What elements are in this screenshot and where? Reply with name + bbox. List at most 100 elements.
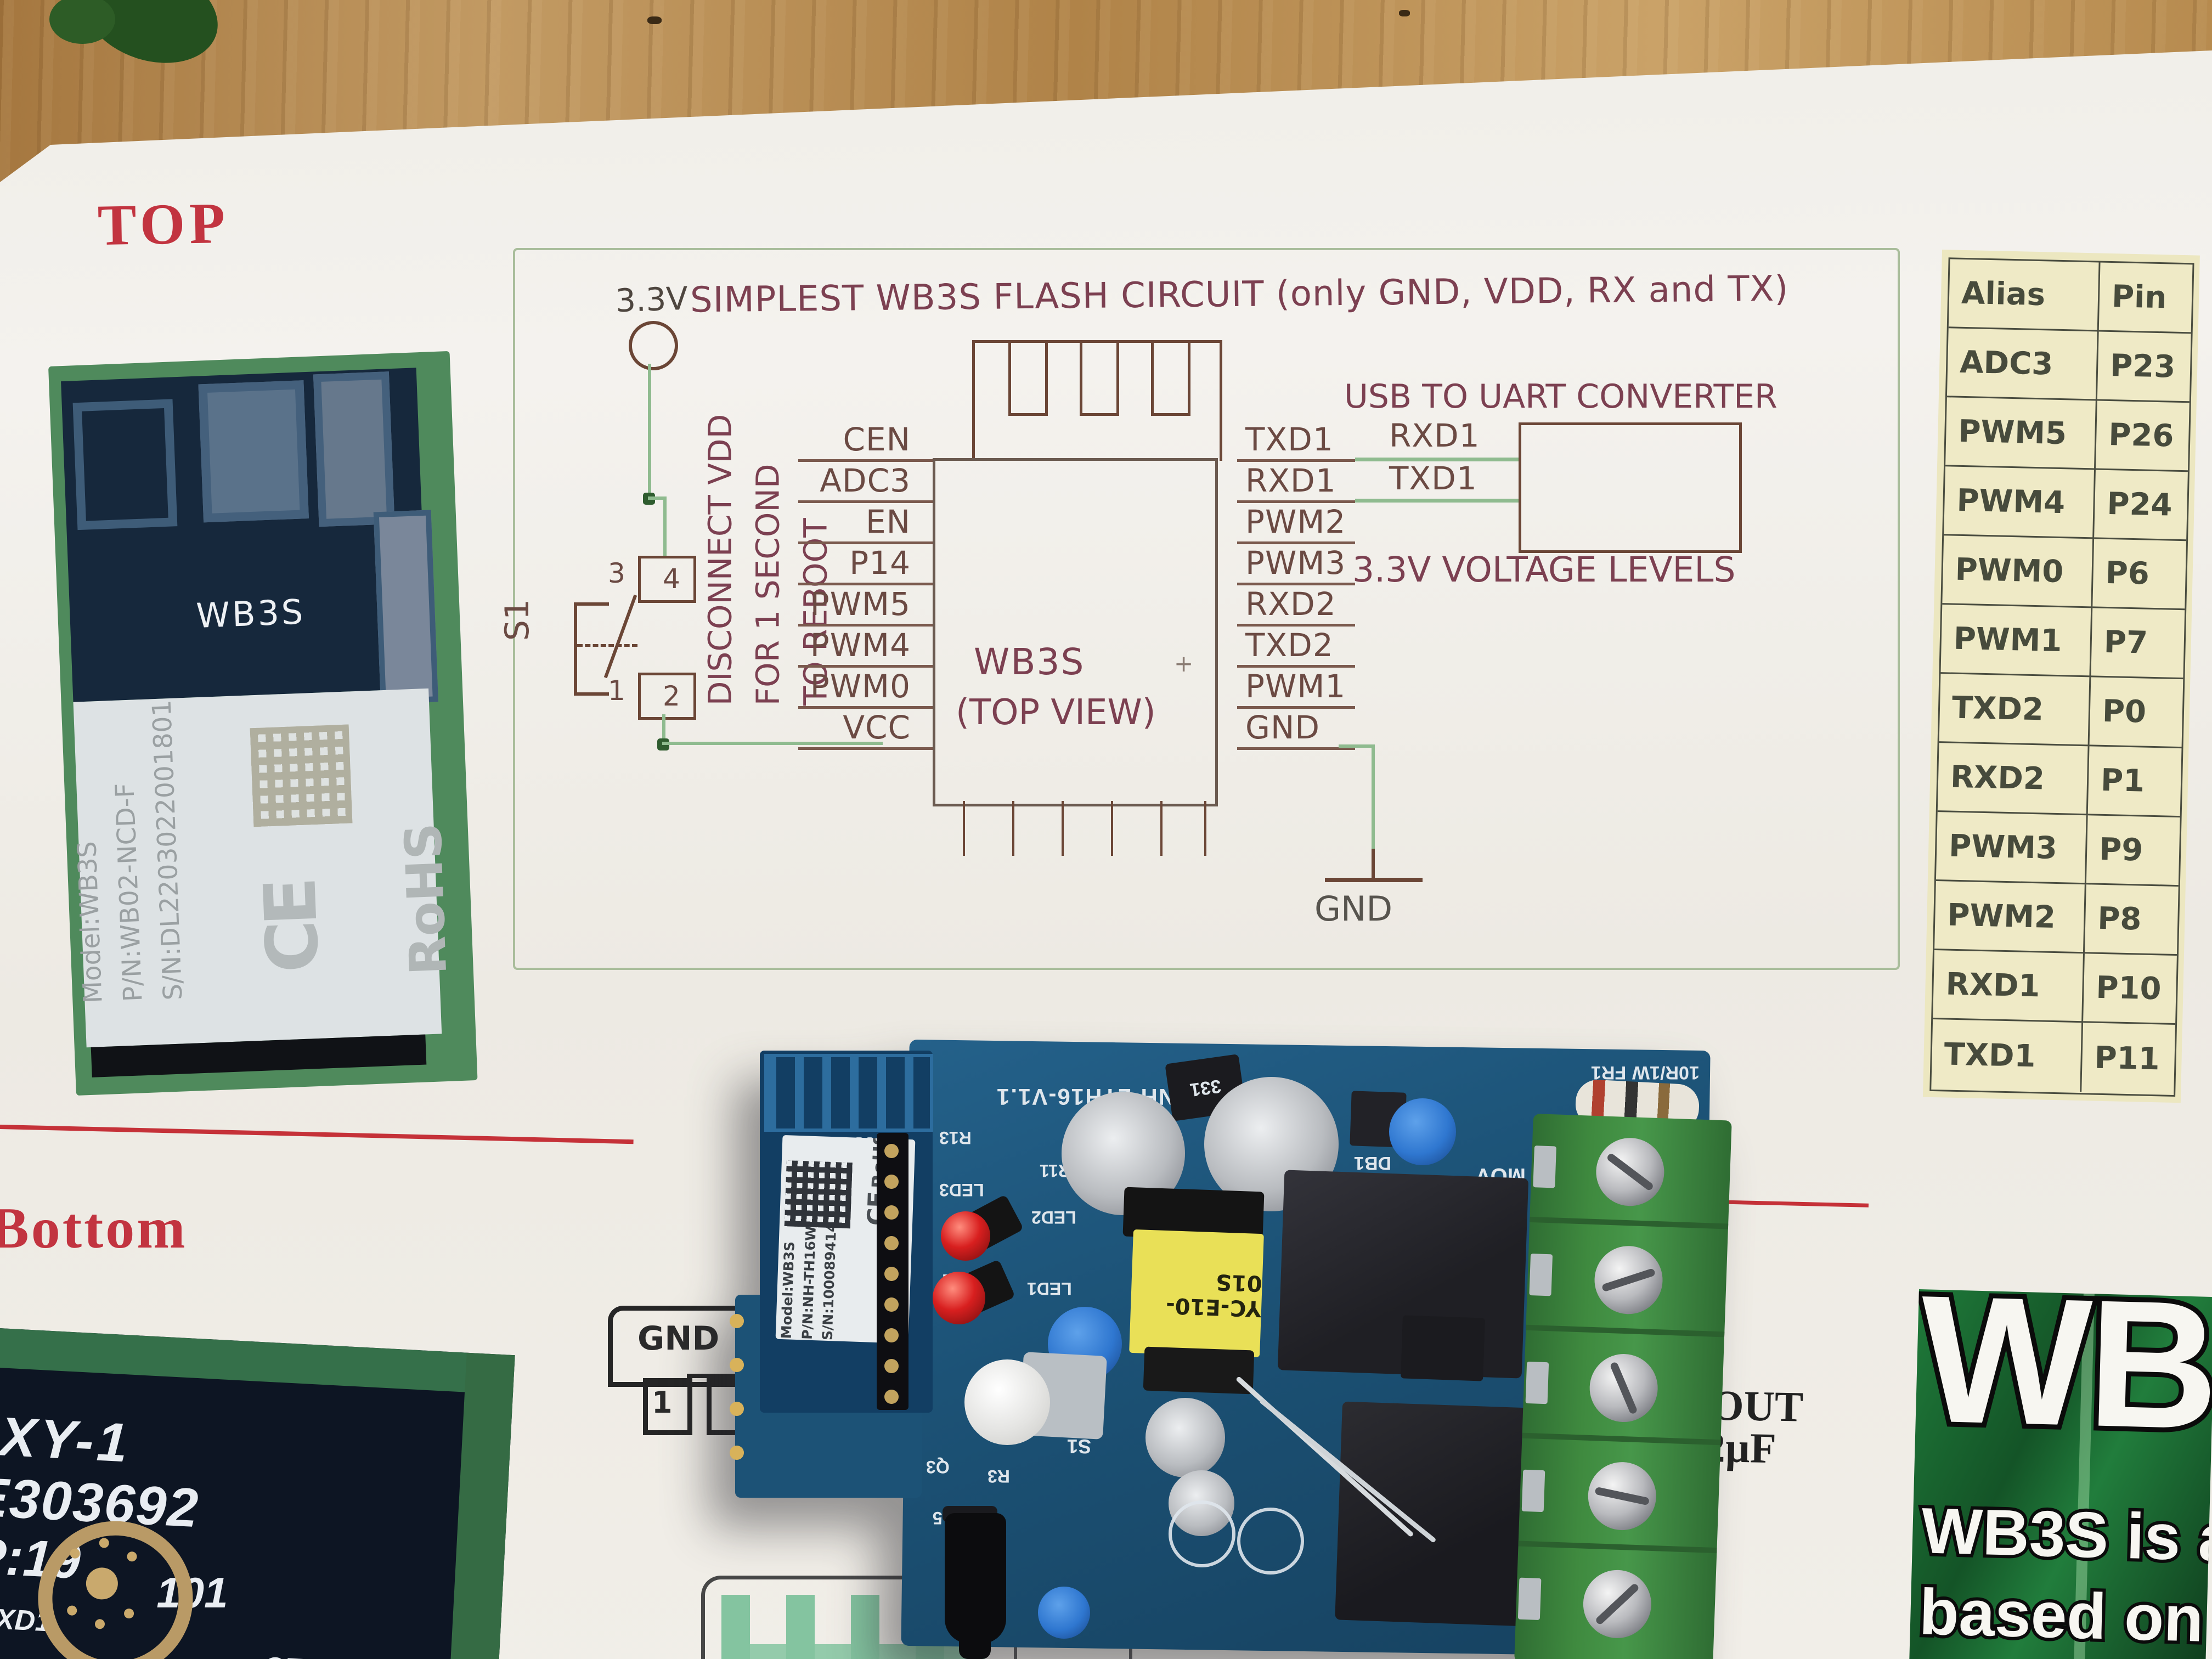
- fragment-pin1: 1: [652, 1385, 673, 1420]
- chip-plus: +: [1174, 650, 1194, 677]
- module-body: Model:WB3S P/N:WB02-NCD-F S/N:DL22030220…: [72, 688, 458, 1048]
- switch-pin-4: 4: [663, 563, 680, 595]
- supply-label: 3.3V: [614, 279, 689, 320]
- switch-name: S1: [498, 599, 537, 641]
- pin-cen: CEN: [843, 421, 911, 458]
- pin-txd1: TXD1: [1245, 421, 1334, 458]
- pcb-antenna-area: WB3S: [61, 368, 438, 704]
- pin-underline: [798, 706, 933, 709]
- photo-xy-text: XY-1: [0, 1406, 133, 1474]
- fragment-line: [687, 1374, 740, 1378]
- switch-pin-3: 3: [608, 557, 625, 589]
- chip-antenna-slot: [1151, 340, 1190, 416]
- pin-pwm4: PWM4: [810, 627, 911, 664]
- table-cell: P9: [2086, 815, 2180, 887]
- pad-holes: [85, 1566, 119, 1600]
- table-cell: RXD1: [1933, 950, 2085, 1023]
- fragment-uf-label: 2µF: [1703, 1423, 1777, 1472]
- voltage-levels-note: 3.3V VOLTAGE LEVELS: [1352, 550, 1736, 590]
- switch-bracket: [574, 602, 609, 606]
- table-cell: P7: [2091, 608, 2185, 680]
- table-cell: P6: [2092, 539, 2187, 611]
- pin-pwm1: PWM1: [1245, 668, 1346, 705]
- pin-gnd: GND: [1245, 709, 1320, 746]
- gnd-lead: [1372, 849, 1375, 879]
- wire: [648, 496, 667, 500]
- antenna-trace: [198, 380, 309, 523]
- pin-underline: [1237, 624, 1355, 627]
- pin-underline: [1237, 665, 1355, 668]
- uart-title: USB TO UART CONVERTER: [1344, 377, 1778, 416]
- pin-underline: [798, 500, 933, 503]
- table-cell: ADC3: [1946, 328, 2099, 401]
- chip-stub: [1160, 801, 1163, 856]
- gnd-label: GND: [1314, 889, 1393, 929]
- reboot-note-line: DISCONNECT VDD: [701, 414, 739, 706]
- pin-alias-table: Alias Pin ADC3 P23 PWM5 P26 PWM4 P24 PWM…: [1922, 250, 2200, 1103]
- promo-line2: based on: [1915, 1572, 2208, 1659]
- pin-underline: [798, 583, 933, 585]
- pin-underline: [798, 459, 933, 462]
- promo-card: WB3S WB3S is a based on: [1909, 1289, 2212, 1659]
- chip-view: (TOP VIEW): [956, 692, 1156, 733]
- table-cell: P11: [2094, 1040, 2160, 1077]
- table-header-alias: Alias: [1948, 259, 2101, 332]
- switch-pin-2: 2: [663, 680, 680, 712]
- wire-vdd: [648, 364, 651, 496]
- chip-stub: [963, 801, 965, 856]
- switch-pin-box-12: [638, 673, 696, 720]
- pin-underline: [1237, 747, 1355, 750]
- pin-underline: [1237, 706, 1355, 709]
- table-header-pin: Pin: [2098, 262, 2193, 334]
- switch-link-dashed: [577, 644, 637, 647]
- pin-rxd2: RXD2: [1245, 585, 1336, 623]
- table-cell: RXD2: [1937, 743, 2090, 816]
- wire-gnd: [1372, 744, 1375, 849]
- qr-code: [250, 724, 353, 827]
- wire-txd1: [1355, 499, 1519, 503]
- antenna-trace: [373, 510, 438, 704]
- fragment-antenna-outline: [701, 1576, 1026, 1659]
- switch-bracket: [574, 602, 577, 696]
- module-print: WB3S: [195, 591, 306, 636]
- chip-antenna-slot: [1008, 340, 1048, 416]
- pin-pwm0: PWM0: [810, 668, 911, 705]
- pin-vcc: VCC: [843, 709, 911, 746]
- table-cell: P8: [2084, 884, 2179, 956]
- promo-line1: WB3S is a: [1917, 1491, 2212, 1578]
- pin-rxd1: RXD1: [1245, 462, 1336, 499]
- fragment-line: [1129, 1594, 1132, 1659]
- table-cell: P0: [2089, 677, 2183, 749]
- vdd-terminal: [629, 321, 678, 370]
- fragment-antenna-bar: [721, 1644, 985, 1659]
- switch-bracket: [574, 692, 609, 696]
- pin-txd2: TXD2: [1245, 627, 1334, 664]
- pin-underline: [798, 665, 933, 668]
- wire-to-vcc: [662, 742, 883, 745]
- pin-adc3: ADC3: [820, 462, 911, 499]
- promo-big-title: WB3S: [1913, 1289, 2212, 1477]
- uart-rx-label: RXD1: [1389, 417, 1480, 454]
- chip-stub: [1062, 801, 1064, 856]
- table-cell: P1: [2087, 746, 2182, 818]
- fragment-pin-box-2: [707, 1378, 744, 1435]
- chip-antenna-slot: [1080, 340, 1119, 416]
- pin-underline: [1237, 541, 1355, 544]
- schematic-frame: [513, 248, 1900, 970]
- switch-pin-box-34: [638, 556, 696, 603]
- pin-underline: [798, 624, 933, 627]
- table-cell: PWM0: [1942, 535, 2095, 608]
- antenna-trace: [72, 399, 178, 531]
- pin-underline: [1237, 583, 1355, 585]
- pin-underline: [1237, 500, 1355, 503]
- antenna-trace: [313, 371, 395, 527]
- pin-pwm3: PWM3: [1245, 544, 1346, 582]
- uart-tx-label: TXD1: [1389, 460, 1477, 497]
- pin-pwm5: PWM5: [810, 585, 911, 623]
- wire: [662, 714, 665, 744]
- pin-underline: [798, 541, 933, 544]
- table-cell: P24: [2094, 470, 2188, 541]
- top-module-photo: WB3S Model:WB3S P/N:WB02-NCD-F S/N:DL220…: [48, 351, 478, 1096]
- fragment-pin-box: [643, 1378, 692, 1435]
